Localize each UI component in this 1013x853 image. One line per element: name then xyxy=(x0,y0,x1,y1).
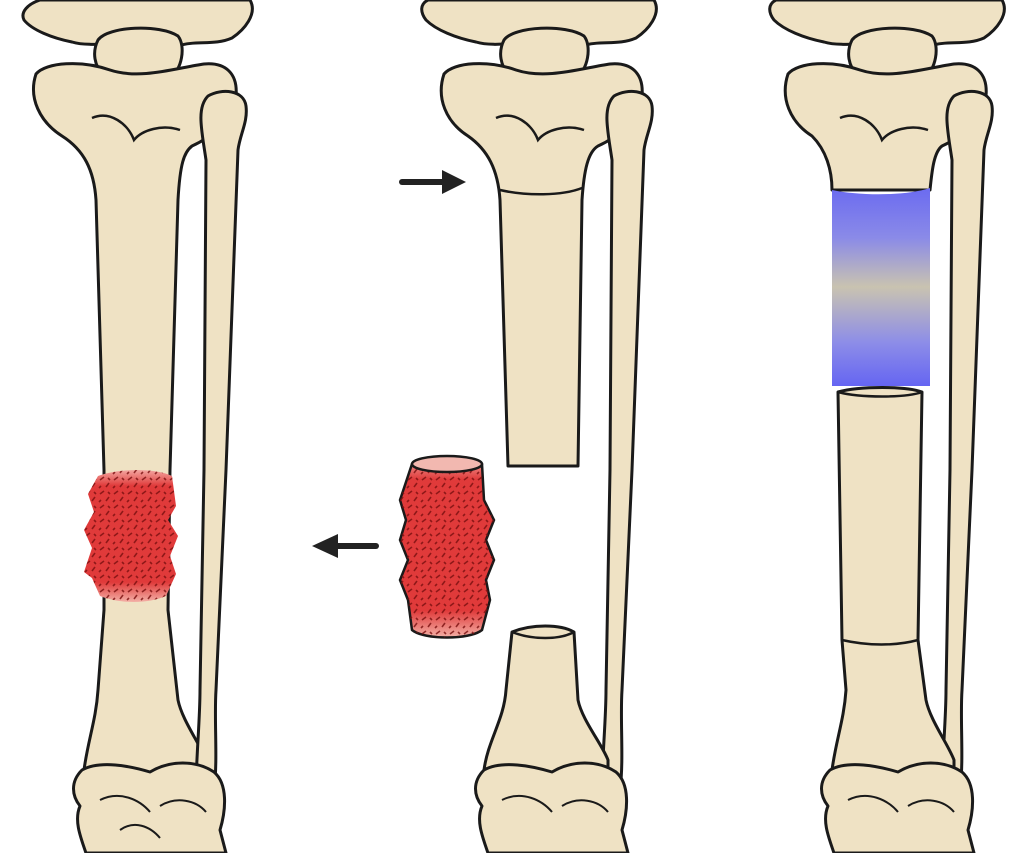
graft-segment xyxy=(832,188,930,386)
fibula xyxy=(942,91,992,790)
fibula xyxy=(196,91,246,790)
panel-resected xyxy=(402,0,656,853)
panel-reconstructed xyxy=(770,0,1005,853)
arrow-left-icon xyxy=(312,534,376,558)
lesion-in-situ xyxy=(84,470,178,602)
panel-diseased xyxy=(23,0,252,853)
resected-lesion-segment xyxy=(312,456,494,638)
fibula xyxy=(602,91,652,790)
arrow-right-icon xyxy=(402,170,466,194)
